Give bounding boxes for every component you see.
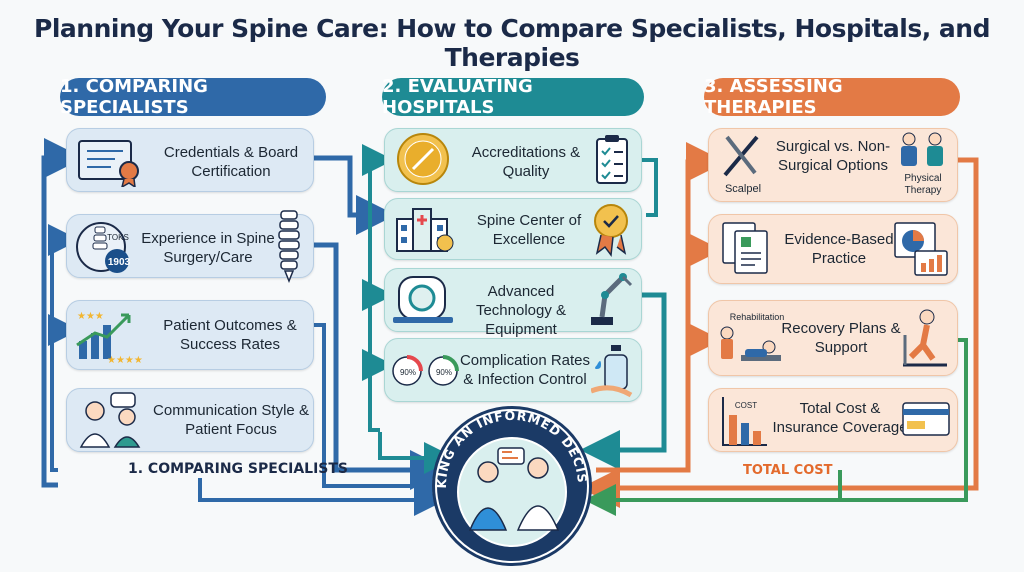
insurance-card-icon — [902, 402, 950, 436]
card-spine-center: Spine Center of Excellence — [384, 198, 642, 260]
checklist-icon — [596, 135, 628, 184]
card-technology: Advanced Technology & Equipment — [384, 268, 642, 338]
card-recovery-label: Recovery Plans & Support — [781, 320, 901, 356]
page-title: Planning Your Spine Care: How to Compare… — [34, 14, 990, 72]
card-accreditations-label: Accreditations & Quality — [471, 144, 581, 180]
badge-small-text: TOKS — [107, 233, 129, 242]
card-surgical-options: Scalpel Surgical vs. Non-Surgical Option… — [708, 128, 958, 202]
spine-badge-icon — [76, 222, 129, 273]
svg-text:MAKING AN INFORMED DECISION: MAKING AN INFORMED DECISION — [0, 0, 590, 489]
card-total-cost: COST Total Cost & Insurance Coverage — [708, 388, 958, 452]
card-total-cost-label: Total Cost & Insurance Coverage — [772, 400, 908, 436]
pie-bar-chart-icon — [894, 222, 948, 276]
card-accreditations: Accreditations & Quality — [384, 128, 642, 192]
card-outcomes: ★★★ ★★★★ Patient Outcomes & Success Rate… — [66, 300, 314, 370]
card-evidence: Evidence-Based Practice — [708, 214, 958, 284]
ring-text: MAKING AN INFORMED DECISION — [0, 0, 589, 489]
card-complications: 90% 90% Complication Rates & Infection C… — [384, 338, 642, 402]
card-complications-label: Complication Rates & Infection Control — [459, 352, 591, 388]
physical-therapy-label: Physical Therapy — [904, 173, 942, 196]
card-credentials-label: Credentials & Board Certification — [163, 144, 299, 180]
card-surgical-options-label: Surgical vs. Non-Surgical Options — [775, 138, 891, 174]
documents-icon — [722, 222, 768, 274]
gold-seal-icon — [397, 133, 449, 185]
card-recovery: Rehabilitation Recovery Plans & Support — [708, 300, 958, 376]
total-cost-label: TOTAL COST — [743, 463, 833, 478]
card-evidence-label: Evidence-Based Practice — [784, 231, 894, 267]
svg-text:★★★★: ★★★★ — [107, 355, 143, 365]
rehab-label: Rehabilitation — [729, 312, 785, 322]
doctor-patient-icon — [79, 392, 141, 448]
card-experience: TOKS 1903 Experience in Spine Surgery/Ca… — [66, 210, 314, 283]
gauge-left-value: 90% — [399, 368, 416, 377]
header-assessing-therapies: 3. ASSESSING THERAPIES — [704, 76, 960, 118]
physical-therapy-icon — [901, 132, 943, 166]
percent-gauges-icon — [392, 355, 459, 386]
card-spine-center-label: Spine Center of Excellence — [476, 212, 582, 248]
header-comparing-specialists: 1. COMPARING SPECIALISTS — [60, 76, 326, 118]
cost-chart-label: COST — [734, 401, 758, 410]
scalpel-label: Scalpel — [724, 183, 762, 195]
card-communication-label: Communication Style & Patient Focus — [153, 402, 309, 438]
badge-year: 1903 — [107, 257, 131, 268]
mri-scanner-icon — [393, 276, 453, 323]
robotic-arm-icon — [591, 273, 633, 325]
header-evaluating-hospitals: 2. EVALUATING HOSPITALS — [382, 76, 644, 118]
spine-icon — [278, 210, 300, 283]
rehabilitation-icon — [720, 326, 781, 361]
award-ribbon-icon — [594, 204, 628, 257]
exercise-bike-icon — [903, 309, 947, 367]
specialists-bottom-label: 1. COMPARING SPECIALISTS — [128, 461, 348, 477]
hospital-building-icon — [396, 208, 454, 252]
gauge-right-value: 90% — [435, 368, 452, 377]
card-credentials: Credentials & Board Certification — [66, 128, 314, 192]
rising-chart-stars-icon: ★★★ ★★★★ — [76, 311, 143, 365]
svg-text:★★★: ★★★ — [77, 311, 104, 322]
cost-bar-chart-icon — [722, 397, 767, 446]
card-outcomes-label: Patient Outcomes & Success Rates — [163, 317, 297, 353]
card-technology-label: Advanced Technology & Equipment — [475, 283, 567, 338]
scalpel-icon — [723, 135, 759, 177]
card-communication: Communication Style & Patient Focus — [66, 388, 314, 452]
card-experience-label: Experience in Spine Surgery/Care — [141, 230, 275, 266]
certificate-icon — [78, 140, 139, 187]
hand-sanitizer-icon — [591, 345, 633, 398]
